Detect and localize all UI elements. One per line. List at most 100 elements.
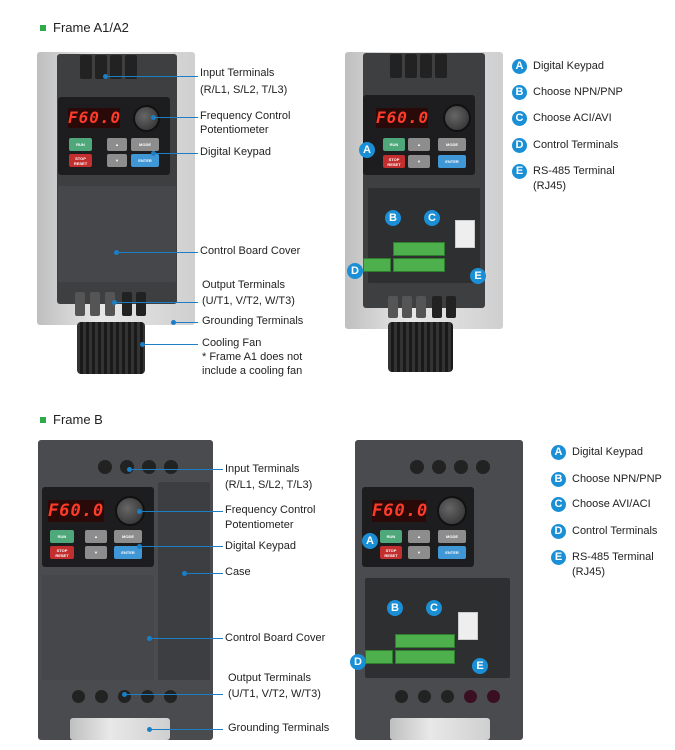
label-potentiometer: Potentiometer [225, 519, 294, 531]
up-key[interactable]: ▲ [408, 530, 430, 543]
marker-a: A [359, 142, 375, 158]
leader-line [115, 302, 198, 303]
legend-label: Digital Keypad [572, 446, 643, 458]
legend-marker: E [551, 550, 566, 565]
enter-key[interactable]: ENTER [438, 155, 466, 168]
legend-marker: C [551, 497, 566, 512]
legend-marker: C [512, 111, 527, 126]
input-terminal [405, 54, 417, 78]
down-key[interactable]: ▼ [107, 154, 127, 167]
enter-key[interactable]: ENTER [131, 154, 159, 167]
output-terminal [418, 690, 431, 703]
marker-e: E [472, 658, 488, 674]
marker-c: C [424, 210, 440, 226]
input-terminal [95, 55, 107, 79]
marker-b: B [385, 210, 401, 226]
legend-label: Choose NPN/PNP [533, 86, 623, 98]
output-terminal [105, 292, 115, 316]
frequency-potentiometer[interactable] [437, 496, 467, 526]
down-key[interactable]: ▼ [408, 155, 430, 168]
leader-line [112, 300, 117, 305]
input-terminal [454, 460, 468, 474]
mode-key[interactable]: MODE [114, 530, 142, 543]
label-frequency-control: Frequency Control [225, 504, 316, 516]
cooling-fan [77, 322, 145, 374]
marker-d: D [350, 654, 366, 670]
down-key[interactable]: ▼ [85, 546, 107, 559]
output-terminal [395, 690, 408, 703]
control-board-cover [58, 186, 176, 282]
output-terminal [95, 690, 108, 703]
marker-d: D [347, 263, 363, 279]
run-key[interactable]: RUN [380, 530, 402, 543]
input-terminal [98, 460, 112, 474]
legend-marker: D [551, 524, 566, 539]
frequency-display: F60.0 [48, 500, 105, 522]
leader-line [185, 573, 223, 574]
leader-line [137, 544, 142, 549]
leader-line [117, 252, 198, 253]
input-terminal [432, 460, 446, 474]
run-key[interactable]: RUN [50, 530, 74, 543]
leader-line [140, 511, 223, 512]
mode-key[interactable]: MODE [131, 138, 159, 151]
mode-key[interactable]: MODE [438, 138, 466, 151]
stop-reset-key[interactable]: STOP RESET [383, 155, 405, 168]
control-board-cover [42, 575, 154, 680]
stop-reset-key[interactable]: STOP RESET [69, 154, 92, 167]
frequency-potentiometer[interactable] [133, 105, 160, 132]
label-case: Case [225, 566, 251, 578]
output-terminal [402, 296, 412, 318]
section-title-frame-b: Frame B [40, 412, 103, 427]
cooling-fan [388, 322, 453, 372]
legend-label: Control Terminals [572, 525, 658, 537]
mode-key[interactable]: MODE [438, 530, 466, 543]
label-cooling-fan: Cooling Fan [202, 337, 262, 349]
marker-c: C [426, 600, 442, 616]
up-key[interactable]: ▲ [85, 530, 107, 543]
legend-marker: B [551, 472, 566, 487]
output-terminal [441, 690, 454, 703]
label-output-terminals: Output Terminals [202, 279, 285, 291]
run-key[interactable]: RUN [69, 138, 92, 151]
down-key[interactable]: ▼ [408, 546, 430, 559]
legend-label: RS-485 Terminal [533, 165, 615, 177]
input-terminal [435, 54, 447, 78]
output-terminal [432, 296, 442, 318]
leader-line [137, 509, 142, 514]
leader-line [114, 250, 119, 255]
leader-line [175, 322, 198, 323]
label-control-board-cover: Control Board Cover [200, 245, 301, 257]
stop-reset-key[interactable]: STOP RESET [380, 546, 402, 559]
up-key[interactable]: ▲ [107, 138, 127, 151]
output-terminal [388, 296, 398, 318]
label-digital-keypad: Digital Keypad [200, 146, 271, 158]
leader-line [182, 571, 187, 576]
leader-line [130, 469, 223, 470]
section-title-frame-a: Frame A1/A2 [40, 20, 129, 35]
output-terminal [90, 292, 100, 316]
control-terminal-block [393, 258, 445, 272]
output-terminal [75, 292, 85, 316]
up-key[interactable]: ▲ [408, 138, 430, 151]
leader-line [147, 727, 152, 732]
bottom-bracket [70, 718, 170, 740]
label-frequency-control: Frequency Control [200, 110, 291, 122]
frequency-display: F60.0 [376, 108, 430, 128]
leader-line [150, 729, 223, 730]
control-terminal-block [395, 634, 455, 648]
frequency-potentiometer[interactable] [443, 104, 471, 132]
marker-a: A [362, 533, 378, 549]
enter-key[interactable]: ENTER [114, 546, 142, 559]
leader-line [147, 636, 152, 641]
run-key[interactable]: RUN [383, 138, 405, 151]
leader-line [143, 344, 198, 345]
leader-line [150, 638, 223, 639]
stop-reset-key[interactable]: STOP RESET [50, 546, 74, 559]
enter-key[interactable]: ENTER [438, 546, 466, 559]
input-terminal [125, 55, 137, 79]
